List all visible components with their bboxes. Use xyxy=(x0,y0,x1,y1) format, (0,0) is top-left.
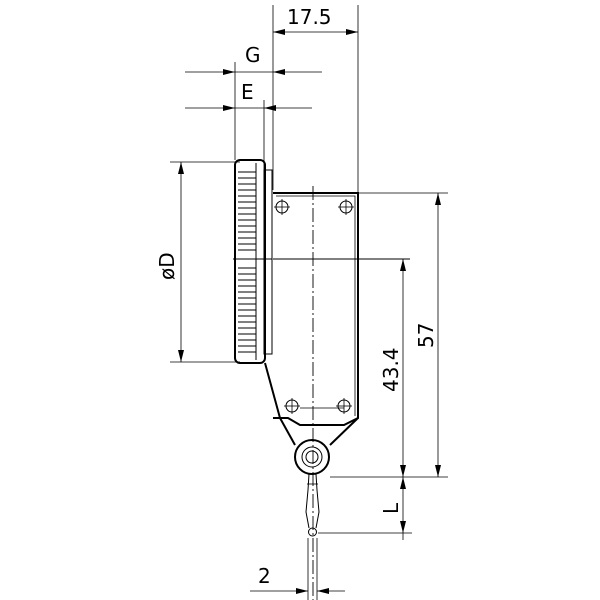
dimension-label-g: G xyxy=(245,43,261,67)
dimension-e: E xyxy=(185,80,312,170)
dimension-label-l: L xyxy=(379,502,403,514)
dial-body xyxy=(233,159,273,364)
mounting-hole-top-left xyxy=(274,199,290,215)
dimension-label-e: E xyxy=(241,80,254,104)
dimension-label-57: 57 xyxy=(414,323,438,348)
mounting-hole-bottom-left xyxy=(284,398,300,414)
dimension-label-diameter: øD xyxy=(155,252,179,280)
dimension-l: L xyxy=(318,477,412,540)
dimension-g: G xyxy=(185,43,322,160)
dimension-17-5: 17.5 xyxy=(272,5,359,195)
dimension-label-43-4: 43.4 xyxy=(379,347,403,392)
stylus xyxy=(305,473,320,537)
stylus-pivot xyxy=(294,439,330,475)
dimension-43-4: 43.4 xyxy=(379,259,406,477)
dimension-57: 57 xyxy=(330,192,448,478)
mounting-hole-bottom-right xyxy=(336,398,352,414)
dimension-label-2: 2 xyxy=(258,564,271,588)
knurled-bezel xyxy=(238,171,256,353)
dimension-diameter: øD xyxy=(155,161,240,363)
mounting-bracket xyxy=(264,192,410,446)
dimension-2: 2 xyxy=(250,538,345,600)
dimension-label-17-5: 17.5 xyxy=(287,5,332,29)
mounting-hole-top-right xyxy=(338,199,354,215)
